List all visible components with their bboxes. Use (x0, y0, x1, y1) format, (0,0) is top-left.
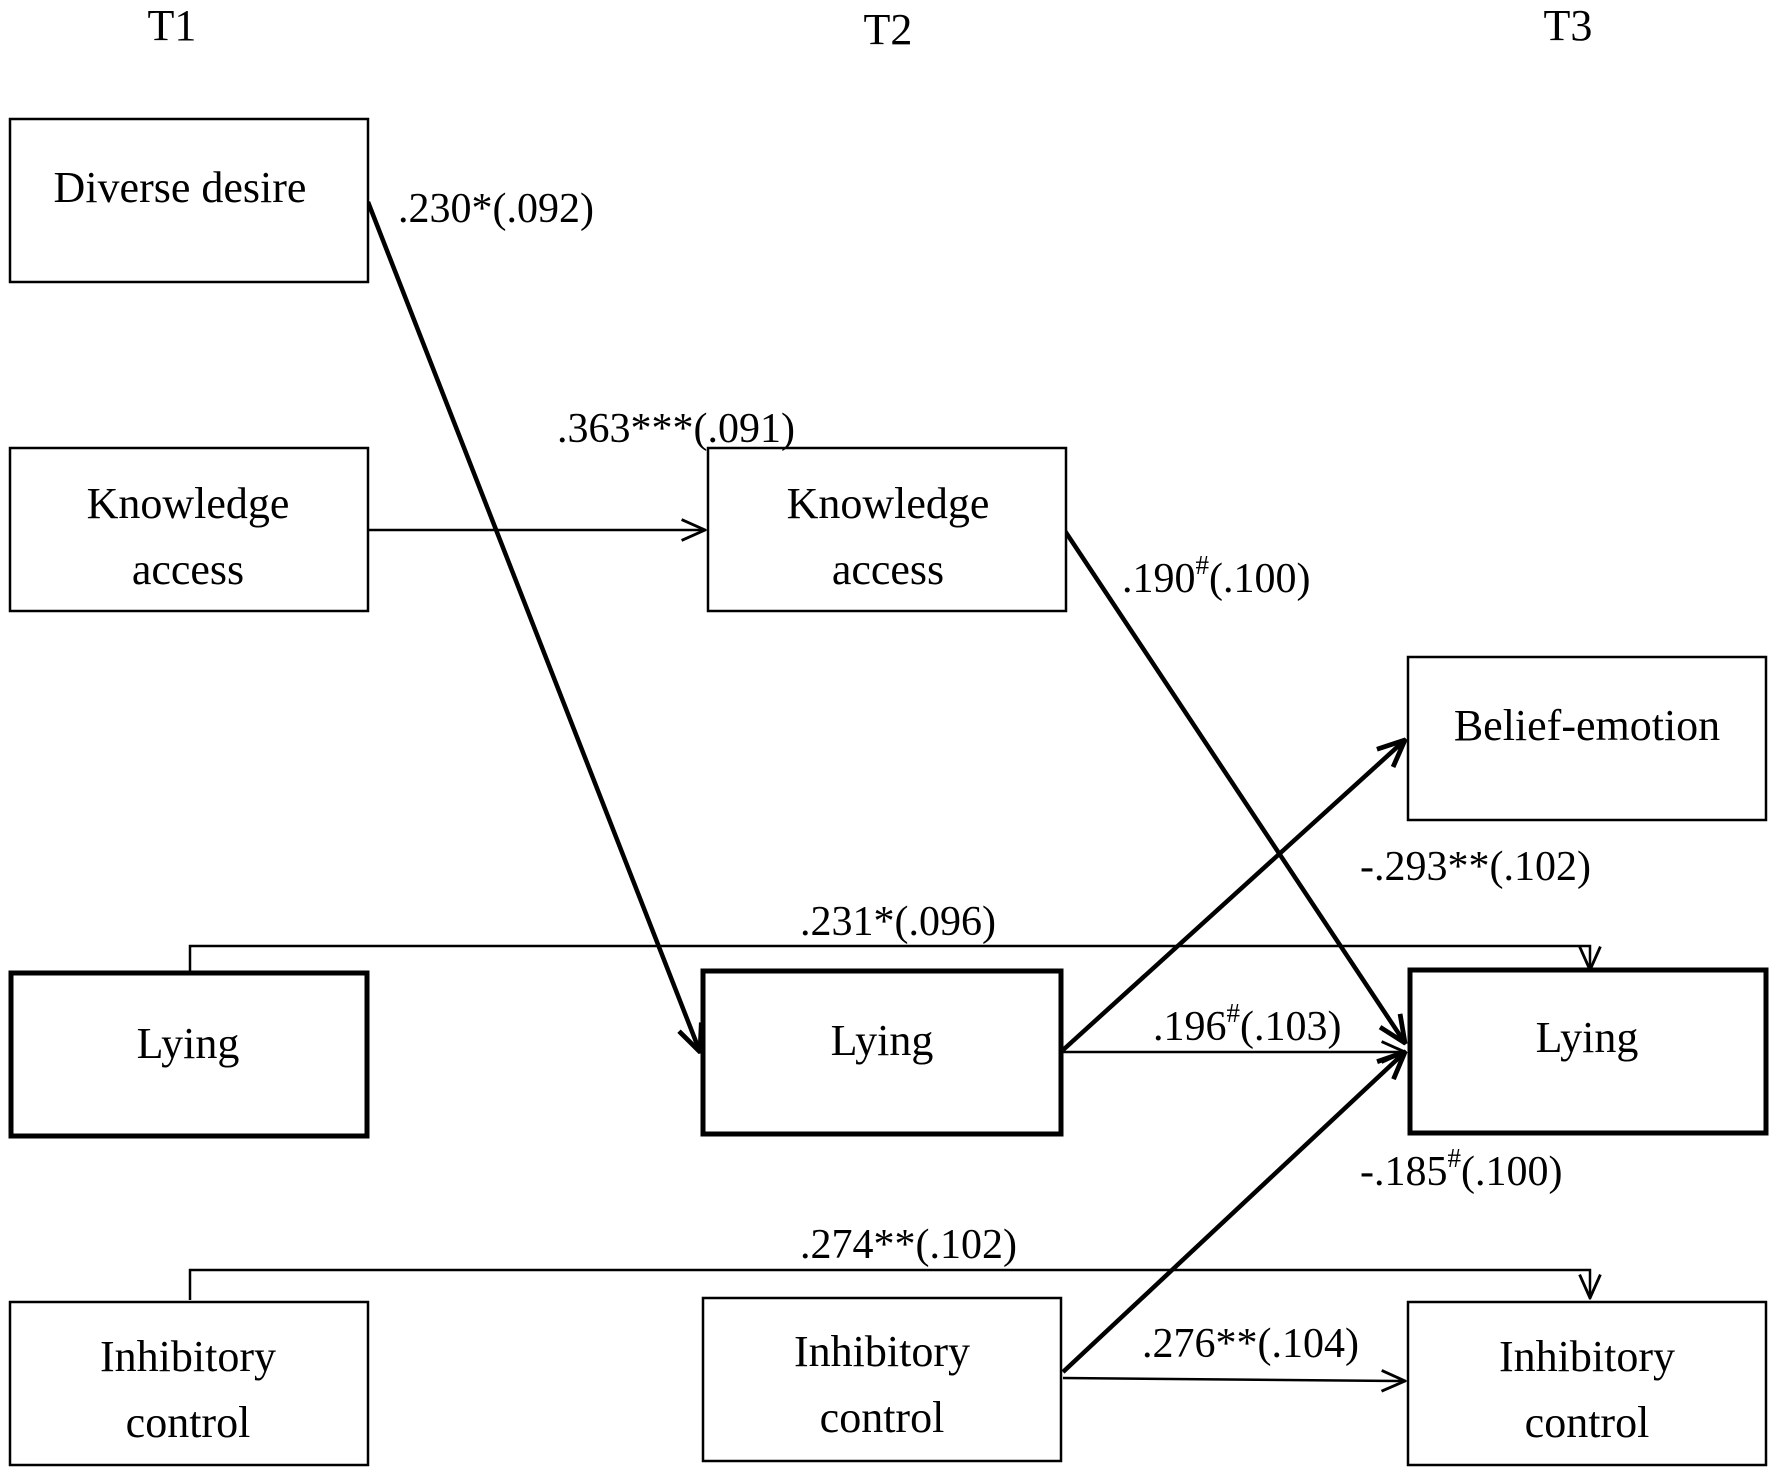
coef-label-t2-inhibitory-t3-inhibitory: .276**(.104) (1142, 1321, 1359, 1367)
coef-value: .231 (800, 899, 874, 945)
coef-label-knowledge-knowledge: .363***(.091) (557, 406, 795, 452)
path-t1-inhibitory-to-t3-inhibitory (188, 1268, 1590, 1300)
node-label: Belief-emotion (1454, 701, 1720, 750)
node-label-line2: control (126, 1398, 251, 1447)
coef-label-inhibitory-lying: -.185#(.100) (1360, 1143, 1562, 1195)
coef-value: -.293 (1360, 844, 1448, 890)
coef-sig: * (472, 186, 493, 232)
path-t1-lying-to-t3-lying (188, 944, 1590, 971)
node-t3-inhibitory-control: Inhibitory control (1406, 1300, 1768, 1467)
node-t2-knowledge-access: Knowledge access (706, 446, 1068, 613)
coef-se: (.103) (1240, 1004, 1341, 1050)
coef-sig: ** (1448, 844, 1490, 890)
path-t2-knowledge-to-t3-lying (1061, 526, 1405, 1043)
node-label-line1: Inhibitory (794, 1327, 970, 1376)
time-label-t1: T1 (148, 1, 197, 50)
coef-value: .274 (800, 1222, 874, 1268)
node-label-line2: access (132, 545, 244, 594)
node-t1-diverse-desire: Diverse desire (8, 117, 370, 284)
coef-se: (.092) (493, 186, 594, 232)
coef-value: .230 (398, 186, 472, 232)
coef-label-diverse-desire-lying: .230*(.092) (398, 186, 594, 232)
time-labels: T1 T2 T3 (148, 1, 1593, 54)
coef-se: (.102) (1490, 844, 1591, 890)
paths (188, 201, 1590, 1381)
coef-label-knowledge-lying: .190#(.100) (1122, 550, 1310, 602)
coef-se: (.102) (916, 1222, 1017, 1268)
node-label-line2: control (820, 1393, 945, 1442)
coef-se: (.100) (1209, 556, 1310, 602)
coef-label-t1-lying-t3-lying: .231*(.096) (800, 899, 996, 945)
node-label: Lying (1536, 1013, 1639, 1062)
coef-sig: *** (631, 406, 694, 452)
coef-sig: # (1196, 550, 1210, 580)
path-t2-lying-to-t3-belief-emotion (1061, 740, 1405, 1052)
time-label-t3: T3 (1544, 1, 1593, 50)
coef-value: .196 (1153, 1004, 1227, 1050)
node-t3-lying: Lying (1407, 967, 1769, 1136)
node-label-line2: access (832, 545, 944, 594)
node-label-line1: Knowledge (787, 479, 990, 528)
coef-sig: # (1448, 1143, 1462, 1173)
node-label-line2: control (1525, 1398, 1650, 1447)
coef-label-lying-belief-emotion: -.293**(.102) (1360, 844, 1591, 890)
coef-sig: ** (1216, 1321, 1258, 1367)
node-label-line1: Knowledge (87, 479, 290, 528)
coefficients: .230*(.092) .363***(.091) .190#(.100) -.… (398, 186, 1591, 1367)
time-label-t2: T2 (864, 5, 913, 54)
path-t2-inhibitory-to-t3-lying (1061, 1052, 1405, 1374)
coef-value: .190 (1122, 556, 1196, 602)
node-t1-lying: Lying (8, 970, 370, 1139)
node-t2-lying: Lying (700, 968, 1064, 1137)
path-t1-diverse-desire-to-t2-lying (365, 201, 700, 1052)
coef-sig: ** (874, 1222, 916, 1268)
node-label: Lying (137, 1019, 240, 1068)
coef-se: (.096) (895, 899, 996, 945)
node-t1-knowledge-access: Knowledge access (8, 446, 370, 613)
node-label: Diverse desire (54, 163, 307, 212)
node-label-line1: Inhibitory (1499, 1332, 1675, 1381)
coef-se: (.100) (1461, 1149, 1562, 1195)
coef-sig: # (1227, 998, 1241, 1028)
coef-label-t1-inhibitory-t3-inhibitory: .274**(.102) (800, 1222, 1017, 1268)
coef-value: .276 (1142, 1321, 1216, 1367)
node-label: Lying (831, 1016, 934, 1065)
coef-value: .363 (557, 406, 631, 452)
coef-value: -.185 (1360, 1149, 1448, 1195)
node-t3-belief-emotion: Belief-emotion (1406, 655, 1768, 822)
path-t2-inhibitory-to-t3-inhibitory (1062, 1378, 1405, 1381)
coef-sig: * (874, 899, 895, 945)
coef-label-t2-lying-t3-lying: .196#(.103) (1153, 998, 1341, 1050)
node-t2-inhibitory-control: Inhibitory control (701, 1296, 1063, 1463)
coef-se: (.104) (1258, 1321, 1359, 1367)
node-label-line1: Inhibitory (100, 1332, 276, 1381)
node-t1-inhibitory-control: Inhibitory control (8, 1300, 370, 1467)
coef-se: (.091) (694, 406, 795, 452)
